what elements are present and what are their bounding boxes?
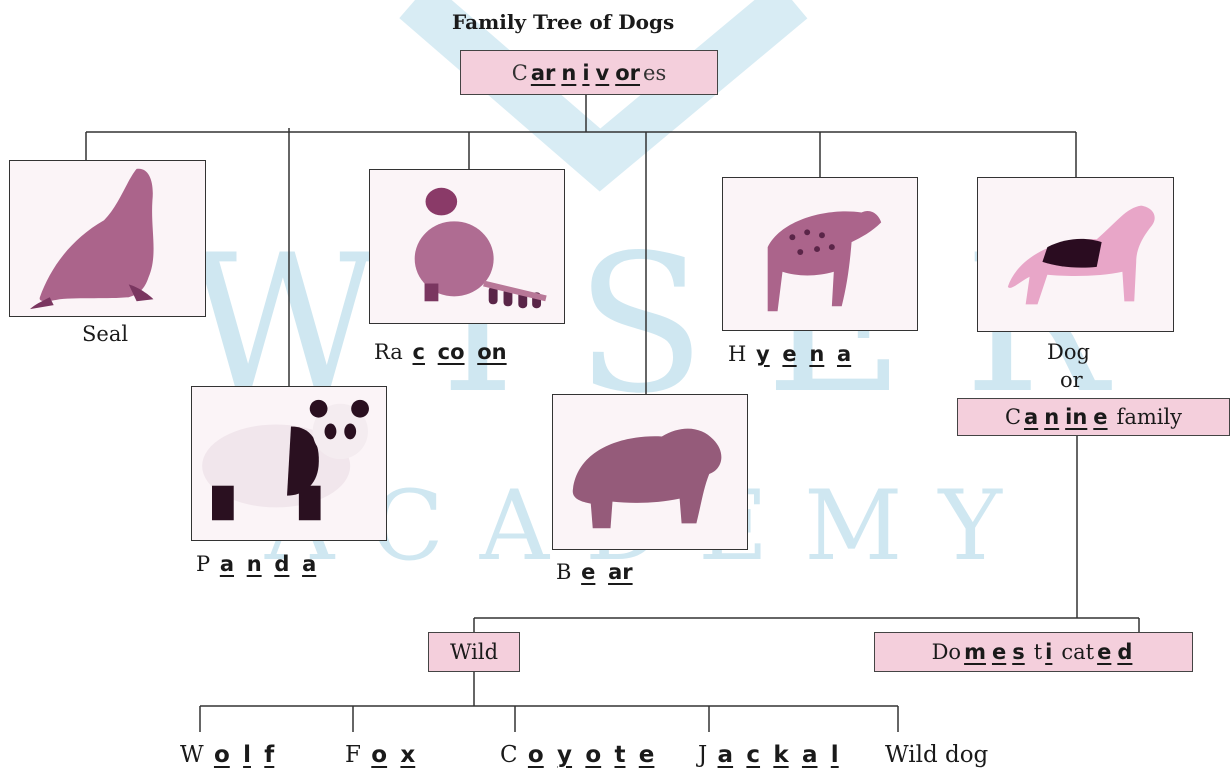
hyena-image (722, 177, 918, 331)
hyena-part-0: H (728, 342, 747, 366)
canine-blank-1: a (1024, 405, 1039, 429)
wild-label: Wild (449, 640, 499, 664)
dom-blank-2: e (991, 640, 1007, 664)
jackal-blank-3: k (773, 742, 789, 768)
jackal-part-0: J (698, 742, 708, 768)
coyote-caption: C o y o t e (500, 742, 657, 768)
hyena-blank-2: e (782, 342, 797, 366)
wolf-part-0: W (180, 742, 204, 768)
canine-blank-3: in (1065, 405, 1088, 429)
raccoon-caption: Ra c co on (374, 340, 510, 364)
coyote-blank-5: e (638, 742, 655, 768)
canine-part-0: C (1004, 405, 1022, 429)
seal-caption: Seal (82, 322, 129, 346)
root-blank-2: n (561, 60, 577, 85)
panda-image (191, 386, 387, 541)
wolf-blank-2: l (243, 742, 251, 768)
panda-blank-1: a (219, 552, 234, 576)
dom-blank-1: m (964, 640, 986, 664)
diagram-title: Family Tree of Dogs (452, 10, 675, 34)
wolf-blank-1: o (213, 742, 230, 768)
panda-blank-3: d (274, 552, 290, 576)
hyena-blank-3: n (809, 342, 825, 366)
fox-blank-1: o (371, 742, 388, 768)
coyote-blank-4: t (614, 742, 626, 768)
panda-caption: P a n d a (196, 552, 319, 576)
fox-part-0: F (345, 742, 361, 768)
coyote-part-0: C (500, 742, 518, 768)
canine-blank-4: e (1093, 405, 1108, 429)
dom-blank-3: s (1012, 640, 1025, 664)
raccoon-image (369, 169, 565, 324)
root-part-6: es (643, 60, 667, 85)
hyena-blank-4: a (836, 342, 852, 366)
jackal-blank-2: c (746, 742, 761, 768)
domesticated-box: Do m e s t i cat e d (874, 632, 1193, 672)
wild-box: Wild (428, 632, 520, 672)
hyena-blank-1: y (756, 342, 770, 366)
wild-dog-caption: Wild dog (885, 742, 989, 768)
bear-blank-2: ar (608, 560, 633, 584)
dog-image (977, 177, 1174, 332)
hyena-caption: H y e n a (728, 342, 854, 366)
root-blank-4: v (595, 60, 610, 85)
dog-caption-line2: or (1060, 368, 1083, 392)
root-blank-1: ar (530, 60, 556, 85)
coyote-blank-3: o (585, 742, 602, 768)
dog-caption-line1: Dog (1047, 340, 1090, 364)
wolf-caption: W o l f (180, 742, 277, 768)
fox-blank-2: x (400, 742, 416, 768)
canine-part-5: family (1116, 405, 1183, 429)
bear-part-0: B (556, 560, 572, 584)
raccoon-part-0: Ra (374, 340, 403, 364)
raccoon-blank-2: co (437, 340, 465, 364)
wolf-blank-3: f (264, 742, 275, 768)
root-blank-3: i (582, 60, 590, 85)
root-blank-5: or (615, 60, 641, 85)
jackal-blank-5: l (830, 742, 839, 768)
jackal-caption: J a c k a l (698, 742, 842, 768)
canine-blank-2: n (1044, 405, 1060, 429)
canine-family-box: C a n in e family (957, 398, 1230, 436)
bear-caption: B e ar (556, 560, 636, 584)
dom-blank-8: d (1117, 640, 1133, 664)
fox-caption: F o x (345, 742, 418, 768)
panda-blank-4: a (302, 552, 317, 576)
raccoon-blank-1: c (412, 340, 425, 364)
dom-part-4: t (1033, 640, 1043, 664)
jackal-blank-4: a (801, 742, 818, 768)
panda-part-0: P (196, 552, 211, 576)
bear-image (552, 394, 748, 550)
carnivores-box: C ar n i v or es (460, 50, 718, 95)
dom-blank-5: i (1045, 640, 1053, 664)
raccoon-blank-3: on (477, 340, 507, 364)
root-part-0: C (511, 60, 528, 85)
dom-part-0: Do (931, 640, 962, 664)
seal-image (9, 160, 206, 317)
dom-part-6: cat (1061, 640, 1095, 664)
coyote-blank-2: y (557, 742, 573, 768)
jackal-blank-1: a (717, 742, 734, 768)
coyote-blank-1: o (527, 742, 544, 768)
panda-blank-2: n (246, 552, 262, 576)
bear-blank-1: e (581, 560, 596, 584)
dom-blank-7: e (1097, 640, 1112, 664)
